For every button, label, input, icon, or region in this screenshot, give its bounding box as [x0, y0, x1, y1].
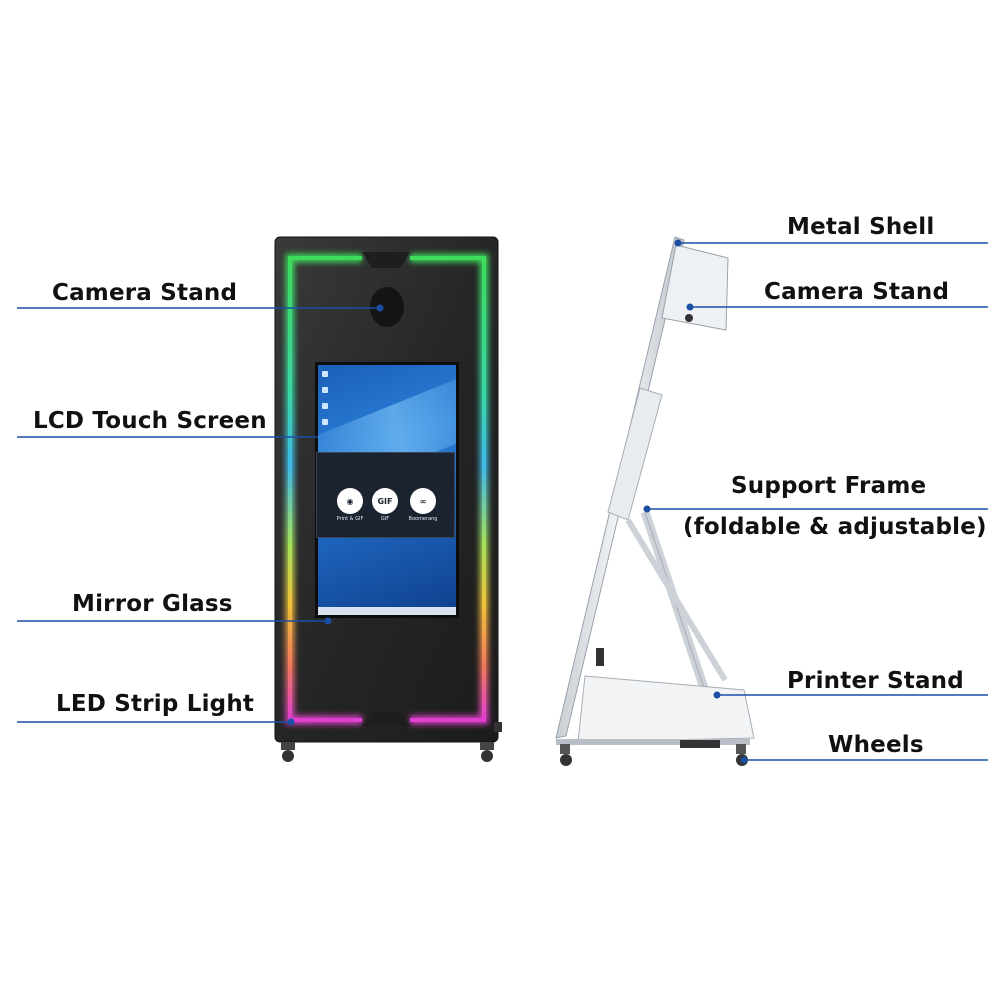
leader-lines [17, 239, 988, 764]
desktop-icon [322, 403, 328, 409]
mode-label-print-gif: Print & GIF [336, 516, 364, 522]
label-metal-shell: Metal Shell [787, 214, 935, 240]
camera-window [370, 287, 404, 327]
label-mirror-glass: Mirror Glass [72, 591, 233, 617]
side-printer-stand [577, 675, 755, 743]
infinity-icon[interactable]: ∞ [410, 488, 436, 514]
side-kiosk [555, 236, 755, 766]
label-support-frame: Support Frame [731, 473, 927, 499]
desktop-icon [322, 419, 328, 425]
label-camera-stand-side: Camera Stand [764, 279, 950, 305]
desktop-icon [322, 371, 328, 377]
taskbar [318, 607, 456, 615]
side-camera-box [661, 244, 729, 331]
label-printer-stand: Printer Stand [787, 668, 964, 694]
label-lcd-touch-screen: LCD Touch Screen [33, 408, 267, 434]
gif-icon[interactable]: GIF [372, 488, 398, 514]
label-camera-stand: Camera Stand [52, 280, 238, 306]
desktop-icon [322, 387, 328, 393]
label-wheels: Wheels [828, 732, 924, 758]
label-support-frame-note: (foldable & adjustable) [683, 514, 987, 540]
front-wheels [281, 722, 502, 762]
mode-label-boomerang: Boomerang [408, 516, 438, 522]
camera-icon[interactable]: ◉ [337, 488, 363, 514]
label-led-strip-light: LED Strip Light [56, 691, 255, 717]
mode-label-gif: GIF [380, 516, 390, 522]
